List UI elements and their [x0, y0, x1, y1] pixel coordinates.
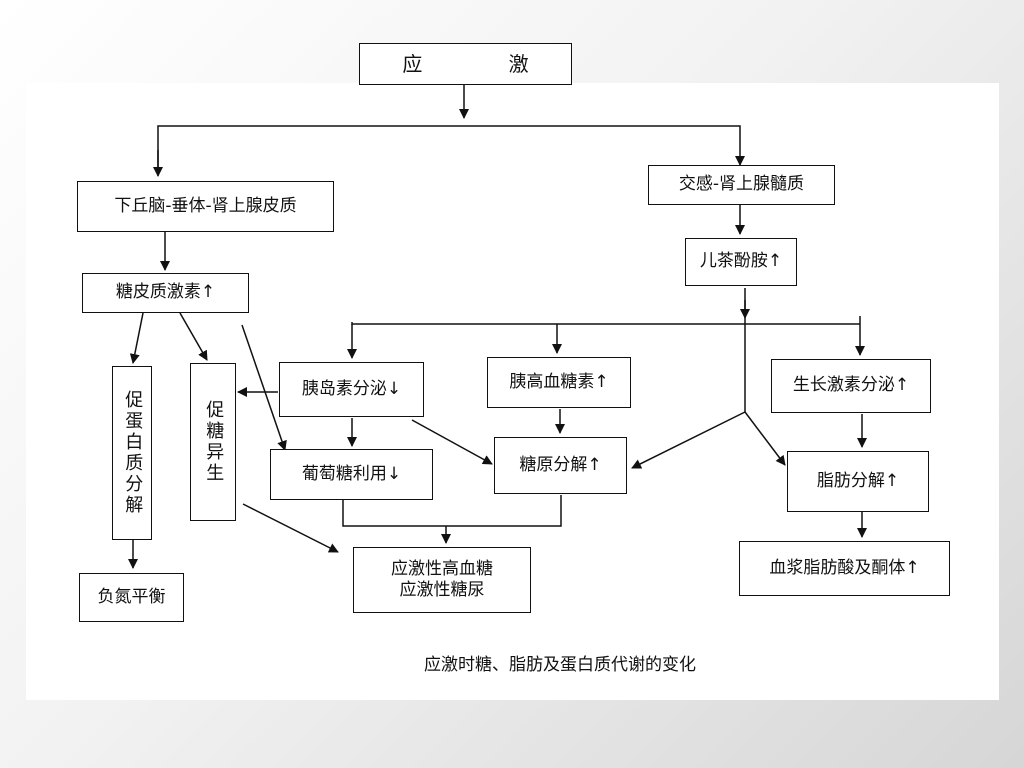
- edge-ca-branch-bar: [351, 322, 860, 325]
- node-glucocorticoid: 糖皮质激素↑: [82, 273, 249, 313]
- node-sympathetic: 交感-肾上腺髓质: [648, 165, 835, 205]
- node-stress-hyperglycemia: 应激性高血糖 应激性糖尿: [353, 547, 531, 613]
- node-insulin: 胰岛素分泌↓: [279, 362, 424, 417]
- edge-ca-glyco: [631, 411, 746, 469]
- edge-gc-gluconeo: [179, 312, 208, 361]
- node-catecholamine: 儿茶酚胺↑: [685, 238, 797, 286]
- edge-insulin-glyco: [411, 419, 493, 465]
- node-stress: 应 激: [359, 43, 572, 85]
- node-glucose-use: 葡萄糖利用↓: [270, 449, 433, 500]
- edge-ca-lipo: [744, 411, 786, 466]
- node-glycogenolysis: 糖原分解↑: [494, 437, 627, 494]
- node-glucagon: 胰高血糖素↑: [487, 357, 631, 408]
- node-protein-breakdown: 促蛋白质分解: [112, 366, 152, 540]
- node-growth-hormone: 生长激素分泌↑: [771, 359, 931, 413]
- edge-gc-glucose: [241, 324, 287, 451]
- node-lipolysis: 脂肪分解↑: [787, 451, 929, 512]
- edge-split-bar: [157, 125, 745, 170]
- node-hpa: 下丘脑-垂体-肾上腺皮质: [77, 181, 334, 232]
- edge-merge-bar: [342, 495, 562, 527]
- node-gluconeogenesis: 促糖异生: [190, 363, 236, 521]
- node-plasma-ffa: 血浆脂肪酸及酮体↑: [739, 541, 950, 596]
- edge-gc-protein: [129, 312, 144, 364]
- node-negative-nitrogen: 负氮平衡: [79, 573, 184, 622]
- edge-gluconeo-hyper: [242, 503, 339, 553]
- figure-caption: 应激时糖、脂肪及蛋白质代谢的变化: [424, 655, 696, 675]
